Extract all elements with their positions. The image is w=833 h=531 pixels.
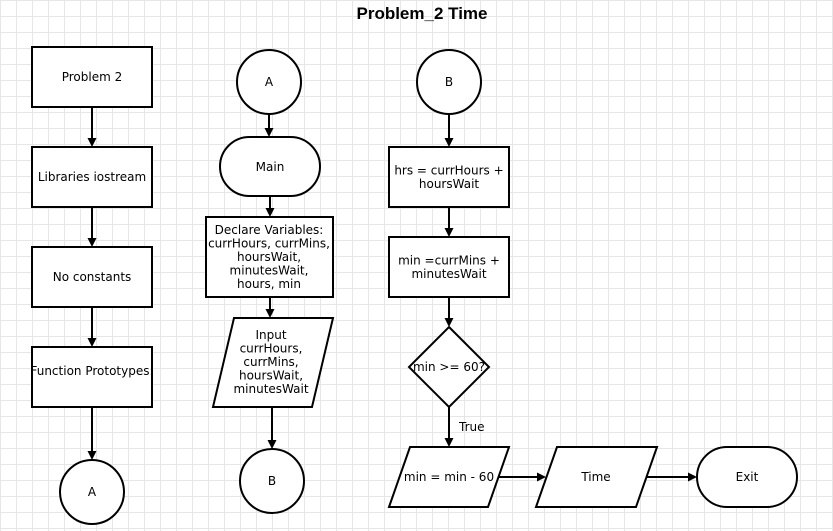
node-prototypes[interactable] bbox=[31, 346, 153, 408]
node-hrs-line-1: hrs = currHours + bbox=[394, 163, 503, 177]
node-connB2-line-1: B bbox=[445, 75, 453, 89]
node-declare-line-4: minutesWait, bbox=[230, 264, 309, 278]
edge-min-to-decision-arrowhead bbox=[444, 318, 454, 327]
node-libraries-line-1: Libraries iostream bbox=[38, 170, 146, 184]
node-time[interactable] bbox=[534, 446, 659, 508]
edge-decision-to-subtract-arrowhead bbox=[444, 438, 454, 447]
node-subtract[interactable] bbox=[387, 446, 511, 508]
node-input-line-3: currMins, bbox=[243, 355, 298, 369]
edge-declare-to-input-arrowhead bbox=[265, 309, 275, 318]
node-time-label: Time bbox=[580, 470, 610, 484]
node-input-line-2: currHours, bbox=[240, 342, 303, 356]
node-decision-label: min >= 60? bbox=[413, 360, 485, 374]
node-hrs-line-2: hoursWait bbox=[419, 177, 480, 191]
node-prototypes-line-1: Function Prototypes: bbox=[30, 364, 153, 378]
node-min-label: min =currMins +minutesWait bbox=[398, 253, 500, 281]
connector-b-resume-label: B bbox=[445, 75, 453, 89]
diagram-title: Problem_2 Time bbox=[356, 4, 487, 23]
node-exit-line-1: Exit bbox=[736, 470, 759, 484]
edge-problem2-to-libraries-arrowhead bbox=[87, 138, 97, 147]
node-connA2-line-1: A bbox=[265, 75, 274, 89]
edge-subtract-to-time-arrowhead bbox=[537, 472, 546, 482]
edge-true-label: True bbox=[458, 420, 485, 434]
node-problem2-label: Problem 2 bbox=[62, 70, 123, 84]
node-connB1-line-1: B bbox=[268, 474, 276, 488]
connector-a-start-label: A bbox=[88, 485, 97, 499]
edge-b-to-hrs-arrowhead bbox=[444, 138, 454, 147]
node-min[interactable] bbox=[388, 236, 510, 298]
node-subtract-label: min = min - 60 bbox=[404, 470, 494, 484]
node-problem2-line-1: Problem 2 bbox=[62, 70, 123, 84]
edge-hrs-to-min-arrowhead bbox=[444, 228, 454, 237]
node-time-line-1: Time bbox=[580, 470, 610, 484]
edge-a-to-main-arrowhead bbox=[264, 128, 274, 137]
edge-time-to-exit-arrowhead bbox=[688, 472, 697, 482]
edge-constants-to-prototypes-arrowhead bbox=[87, 338, 97, 347]
edges-group bbox=[87, 107, 697, 482]
node-input[interactable] bbox=[211, 317, 335, 408]
node-problem2[interactable] bbox=[31, 46, 153, 108]
node-declare-variables-label: Declare Variables:currHours, currMins,ho… bbox=[208, 223, 330, 291]
node-constants-line-1: No constants bbox=[53, 270, 132, 284]
node-constants-label: No constants bbox=[53, 270, 132, 284]
node-libraries[interactable] bbox=[31, 146, 153, 208]
node-input-line-5: minutesWait bbox=[233, 382, 308, 396]
node-connA1-line-1: A bbox=[88, 485, 97, 499]
edge-prototypes-to-a-arrowhead bbox=[87, 451, 97, 460]
node-min-line-1: min =currMins + bbox=[398, 253, 500, 267]
node-hrs-label: hrs = currHours +hoursWait bbox=[394, 163, 503, 191]
connector-a-resume-label: A bbox=[265, 75, 274, 89]
node-input-line-1: Input bbox=[255, 328, 286, 342]
node-prototypes-label: Function Prototypes: bbox=[30, 364, 153, 378]
connector-b-start-label: B bbox=[268, 474, 276, 488]
node-main-label: Main bbox=[256, 160, 285, 174]
node-main-line-1: Main bbox=[256, 160, 285, 174]
node-libraries-label: Libraries iostream bbox=[38, 170, 146, 184]
node-declare-line-5: hours, min bbox=[237, 277, 301, 291]
edge-main-to-declare-arrowhead bbox=[265, 208, 275, 217]
node-declare-line-3: hoursWait, bbox=[237, 250, 301, 264]
node-declare-line-2: currHours, currMins, bbox=[208, 237, 330, 251]
node-subtract-line-1: min = min - 60 bbox=[404, 470, 494, 484]
node-declare-line-1: Declare Variables: bbox=[215, 223, 324, 237]
node-exit-label: Exit bbox=[736, 470, 759, 484]
edge-input-to-b-arrowhead bbox=[267, 440, 277, 449]
node-decision-line-1: min >= 60? bbox=[413, 360, 485, 374]
edge-libraries-to-constants-arrowhead bbox=[87, 238, 97, 247]
node-input-line-4: hoursWait, bbox=[239, 369, 303, 383]
node-min-line-2: minutesWait bbox=[411, 267, 486, 281]
